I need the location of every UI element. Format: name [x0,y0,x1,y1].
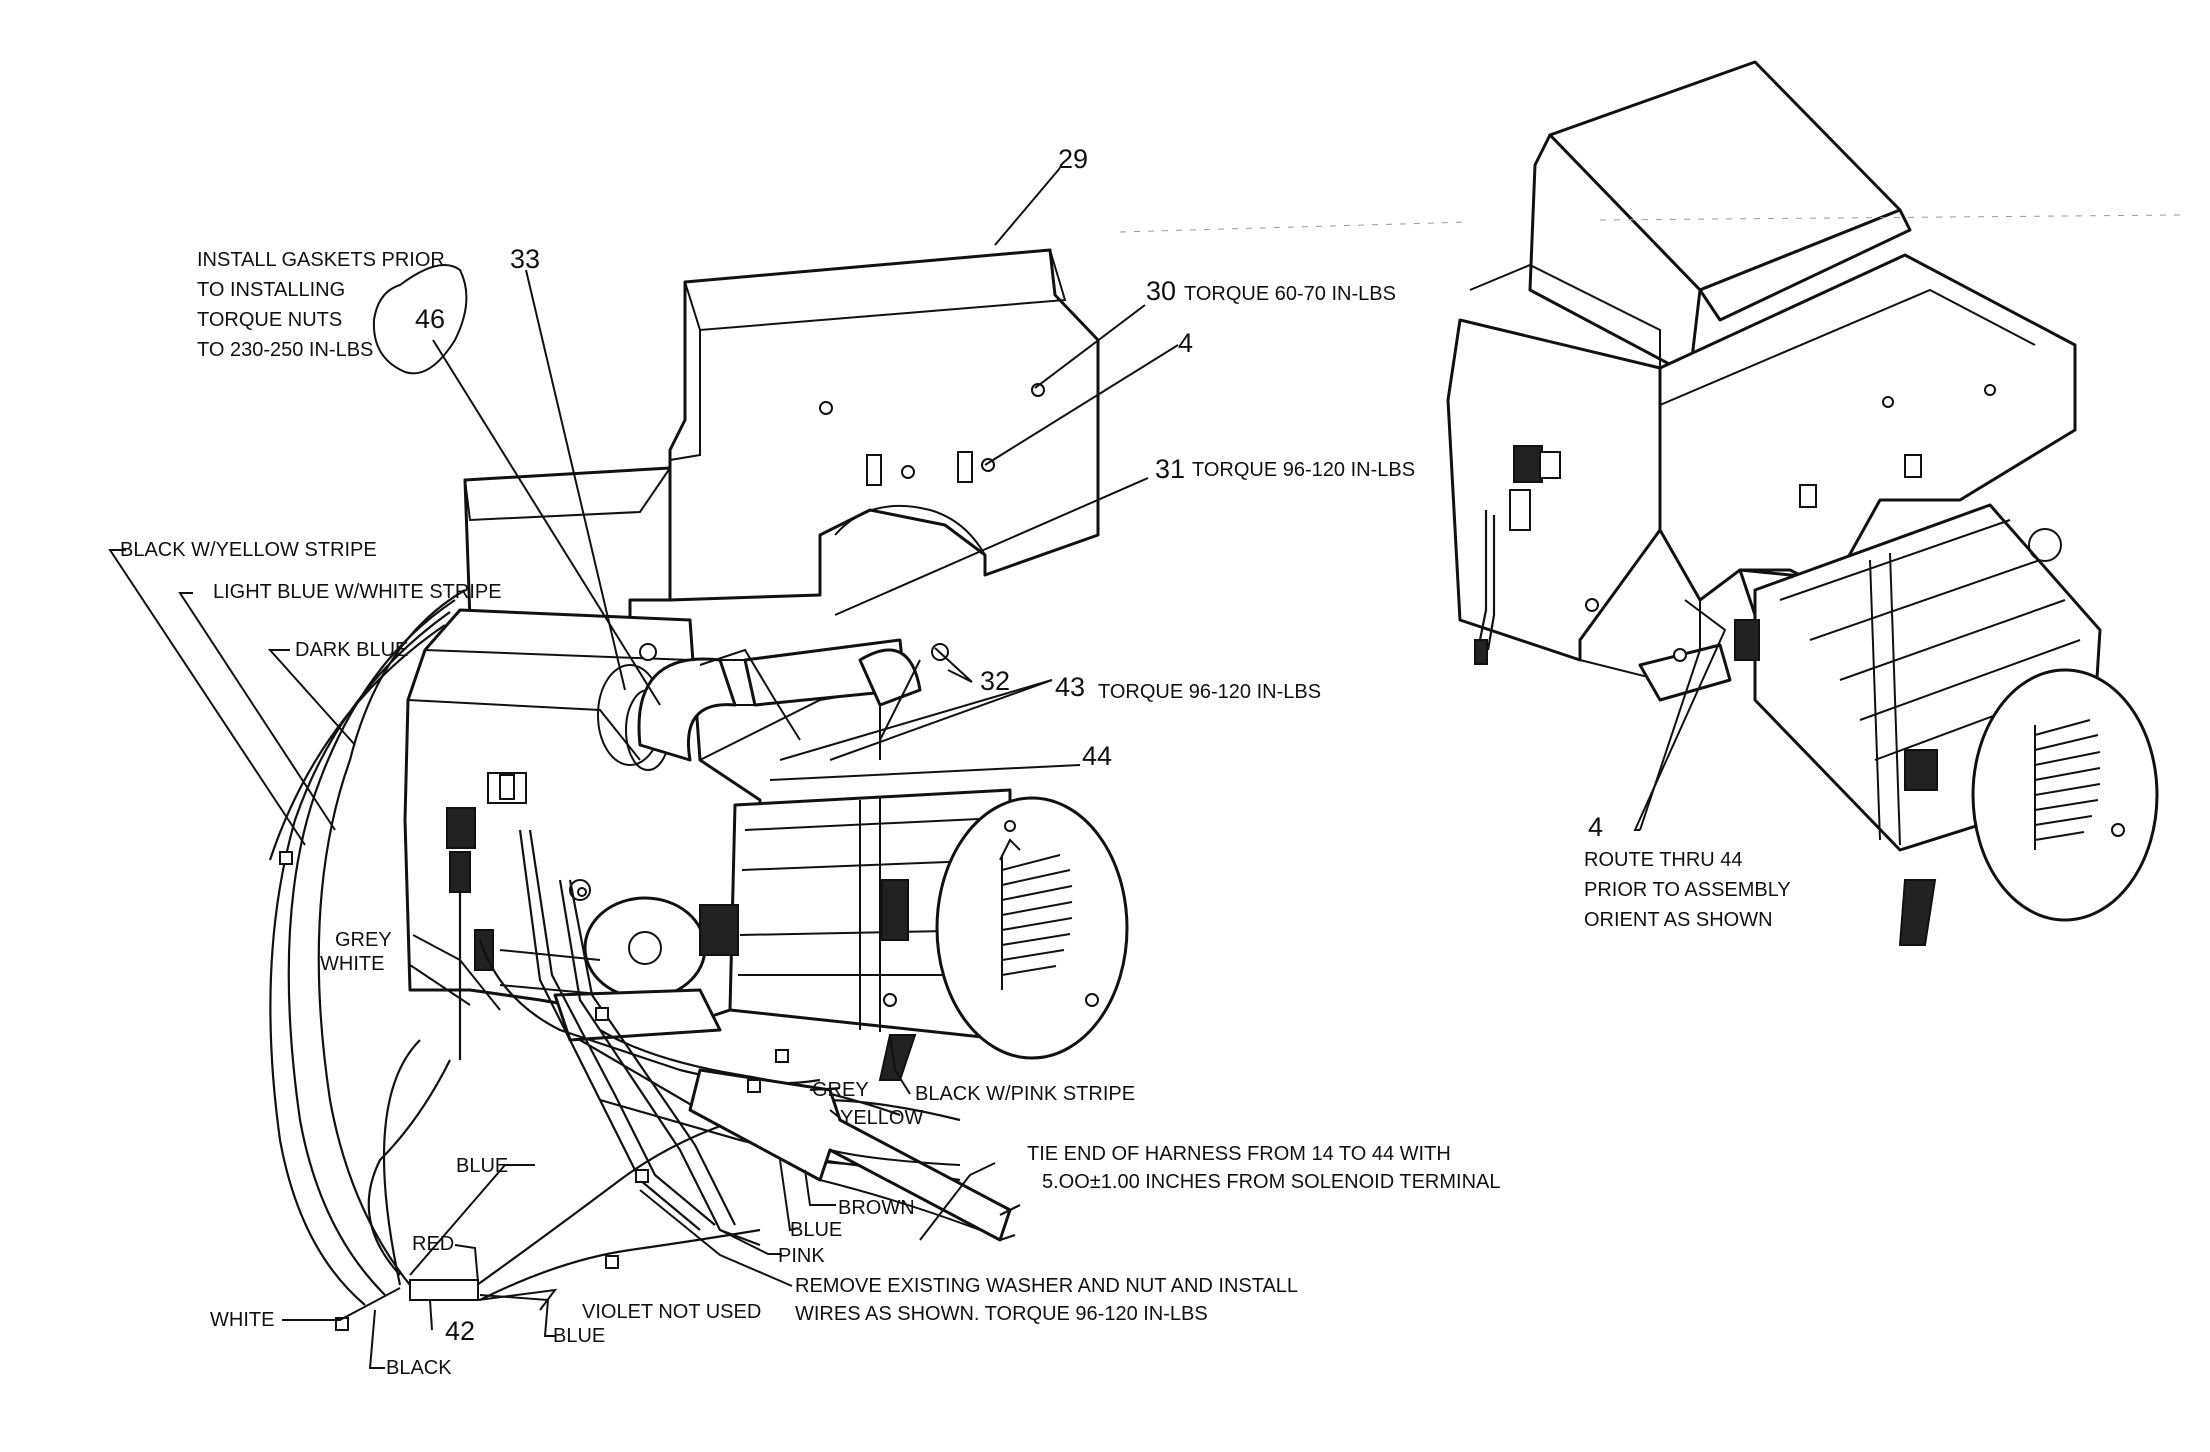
engine-block [403,466,881,1042]
note-torque-43: TORQUE 96-120 IN-LBS [1098,681,1321,703]
callout-43: 43 [1055,672,1085,702]
wire-label-brown: BROWN [838,1197,915,1219]
motor-vent-grille [1001,854,1073,990]
wire-labels: BLACK W/YELLOW STRIPE LIGHT BLUE W/WHITE… [120,539,1135,1379]
callout-4-right: 4 [1588,812,1603,842]
note-washer-line-1: REMOVE EXISTING WASHER AND NUT AND INSTA… [795,1275,1298,1297]
motor-44 [699,788,1129,1081]
callout-31: 31 [1155,454,1185,484]
right-motor-vent-grille [2034,719,2101,850]
callout-33: 33 [510,244,540,274]
wire-label-black-pink: BLACK W/PINK STRIPE [915,1083,1135,1105]
wire-harness [268,589,1021,1331]
wire-label-blue-mid: BLUE [456,1155,508,1177]
wire-label-violet: VIOLET NOT USED [582,1301,761,1323]
intake-tubes [637,638,949,762]
right-assembly [1446,60,2159,946]
gasket-outline-46 [372,264,468,375]
note-gasket-line-3: TORQUE NUTS [197,309,342,331]
wire-label-dark-blue: DARK BLUE [295,639,408,661]
note-harness-line-1: TIE END OF HARNESS FROM 14 TO 44 WITH [1027,1143,1451,1165]
wire-label-grey-right: GREY [812,1079,869,1101]
note-gasket-line-2: TO INSTALLING [197,279,345,301]
wire-label-white-bottom: WHITE [210,1309,274,1331]
callout-numbers: 29 33 46 30 4 31 32 43 44 42 4 [415,144,1603,1346]
note-gasket-line-1: INSTALL GASKETS PRIOR [197,249,445,271]
note-washer-line-2: WIRES AS SHOWN. TORQUE 96-120 IN-LBS [795,1303,1208,1325]
wire-label-blue-bottom: BLUE [553,1325,605,1347]
wire-label-pink: PINK [778,1245,825,1267]
scan-line [1119,214,2181,233]
note-gasket-line-4: TO 230-250 IN-LBS [197,339,373,361]
callout-32: 32 [980,666,1010,696]
callout-29: 29 [1058,144,1088,174]
wire-label-red: RED [412,1233,454,1255]
wire-label-blue-lower: BLUE [790,1219,842,1241]
leader-lines [108,167,1727,1369]
left-assembly [268,248,1129,1331]
callout-30: 30 [1146,276,1176,306]
note-route-line-2: PRIOR TO ASSEMBLY [1584,879,1791,901]
callout-44: 44 [1082,741,1112,771]
solenoid [446,772,591,1060]
note-torque-30: TORQUE 60-70 IN-LBS [1184,283,1396,305]
bracket-plate-29 [668,248,1100,602]
note-route-line-3: ORIENT AS SHOWN [1584,909,1773,931]
note-route-line-1: ROUTE THRU 44 [1584,849,1743,871]
callout-42: 42 [445,1316,475,1346]
wire-label-yellow: YELLOW [840,1107,923,1129]
wire-label-black-bottom: BLACK [386,1357,452,1379]
note-torque-31: TORQUE 96-120 IN-LBS [1192,459,1415,481]
wire-label-black-yellow: BLACK W/YELLOW STRIPE [120,539,377,561]
wire-label-white-left: WHITE [320,953,384,975]
wire-label-grey-left: GREY [335,929,392,951]
callout-46: 46 [415,304,445,334]
note-harness-line-2: 5.OO±1.00 INCHES FROM SOLENOID TERMINAL [1042,1171,1501,1193]
wire-label-light-blue-white: LIGHT BLUE W/WHITE STRIPE [213,581,502,603]
assembly-notes: INSTALL GASKETS PRIOR TO INSTALLING TORQ… [197,249,1791,1325]
callout-4-left: 4 [1178,328,1193,358]
